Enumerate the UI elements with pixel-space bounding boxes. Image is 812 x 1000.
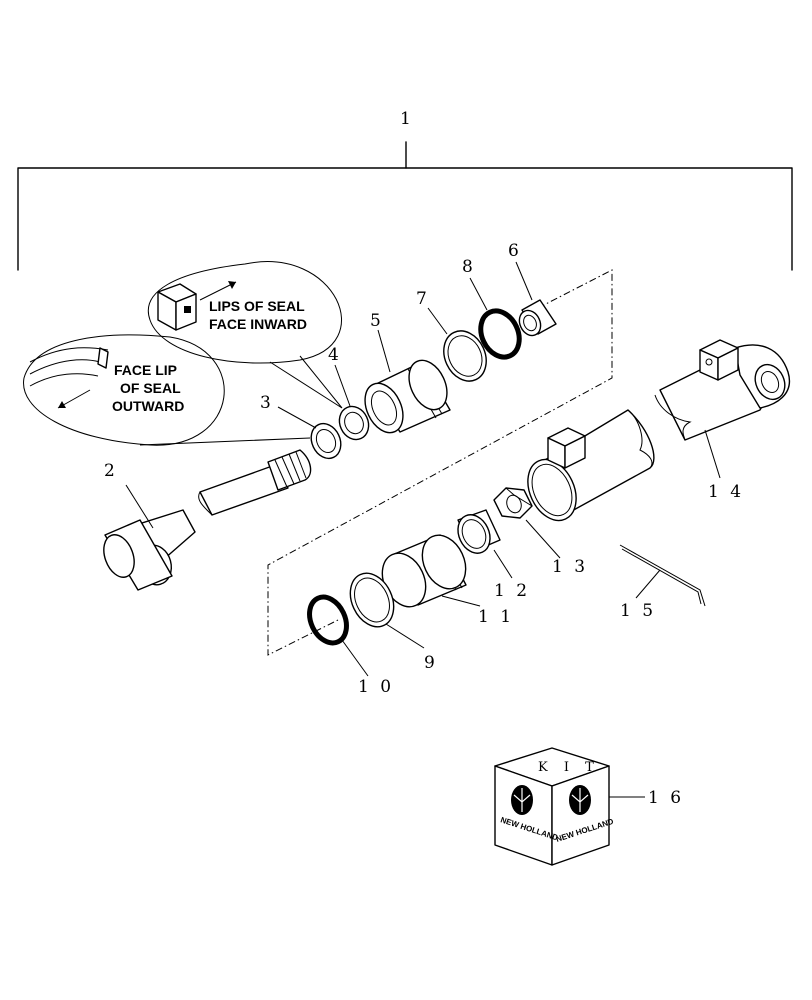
callout-6: 6 — [508, 241, 522, 261]
callout-16: 1 6 — [648, 788, 684, 808]
callout-10: 1 0 — [358, 677, 394, 697]
note-outward-line3: OUTWARD — [112, 398, 184, 414]
rod-seal — [310, 422, 342, 460]
o-ring-8 — [478, 308, 522, 360]
spacer-12 — [457, 509, 501, 554]
callout-13: 1 3 — [552, 557, 588, 577]
callout-11: 1 1 — [478, 607, 514, 627]
assembly-bracket — [17, 141, 793, 271]
note-inward-line2: FACE INWARD — [209, 316, 307, 332]
kit-box: K I T NEW HOLLAND NEW HOLLAND — [494, 747, 615, 866]
cylinder-barrel — [527, 339, 791, 522]
note-outward-line1: FACE LIP — [114, 362, 177, 378]
leaf-logo-right-icon — [569, 785, 591, 815]
callout-1: 1 — [400, 109, 414, 129]
o-ring-10 — [307, 594, 349, 646]
callout-5: 5 — [370, 311, 384, 331]
callout-3: 3 — [260, 393, 274, 413]
hex-nut-13 — [493, 487, 533, 519]
nut-6 — [518, 299, 557, 337]
wiper-seal — [338, 405, 370, 441]
backup-ring-7 — [443, 330, 487, 382]
rod-gland — [364, 359, 451, 434]
piston-rod — [103, 449, 312, 591]
seal-note-outward: FACE LIP OF SEAL OUTWARD — [23, 334, 311, 446]
callout-9: 9 — [424, 653, 438, 673]
cotter-pin-15 — [619, 544, 706, 607]
callout-4: 4 — [328, 345, 342, 365]
callout-2: 2 — [104, 461, 118, 481]
note-outward-line2: OF SEAL — [120, 380, 181, 396]
callout-7: 7 — [416, 289, 430, 309]
callout-12: 1 2 — [494, 581, 530, 601]
seal-note-inward: LIPS OF SEAL FACE INWARD — [147, 261, 343, 409]
exploded-view-boundary — [267, 269, 613, 656]
note-inward-line1: LIPS OF SEAL — [209, 298, 305, 314]
callout-14: 1 4 — [708, 482, 744, 502]
kit-label: K I T — [538, 760, 600, 775]
piston-11 — [381, 534, 467, 608]
leaf-logo-left-icon — [511, 785, 533, 815]
callout-15: 1 5 — [620, 601, 656, 621]
callout-8: 8 — [462, 257, 476, 277]
